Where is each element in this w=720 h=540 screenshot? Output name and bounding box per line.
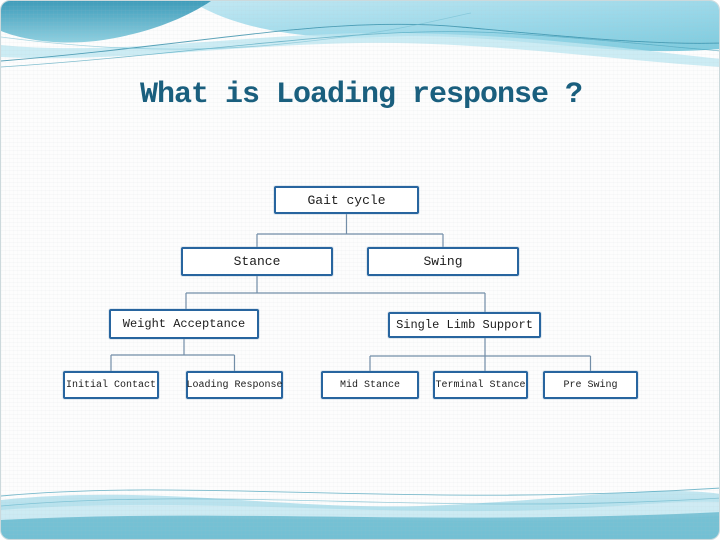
node-loading-response: Loading Response	[186, 371, 283, 399]
node-weight-acceptance: Weight Acceptance	[109, 309, 259, 339]
node-swing: Swing	[367, 247, 519, 276]
bottom-wave-decoration	[1, 487, 719, 539]
node-single-limb-support: Single Limb Support	[388, 312, 541, 338]
node-stance: Stance	[181, 247, 333, 276]
node-initial-contact: Initial Contact	[63, 371, 159, 399]
node-mid-stance: Mid Stance	[321, 371, 419, 399]
node-terminal-stance: Terminal Stance	[433, 371, 528, 399]
slide-title: What is Loading response ?	[139, 78, 583, 112]
node-gait-cycle: Gait cycle	[274, 186, 419, 214]
top-wave-decoration	[1, 1, 719, 68]
node-pre-swing: Pre Swing	[543, 371, 638, 399]
